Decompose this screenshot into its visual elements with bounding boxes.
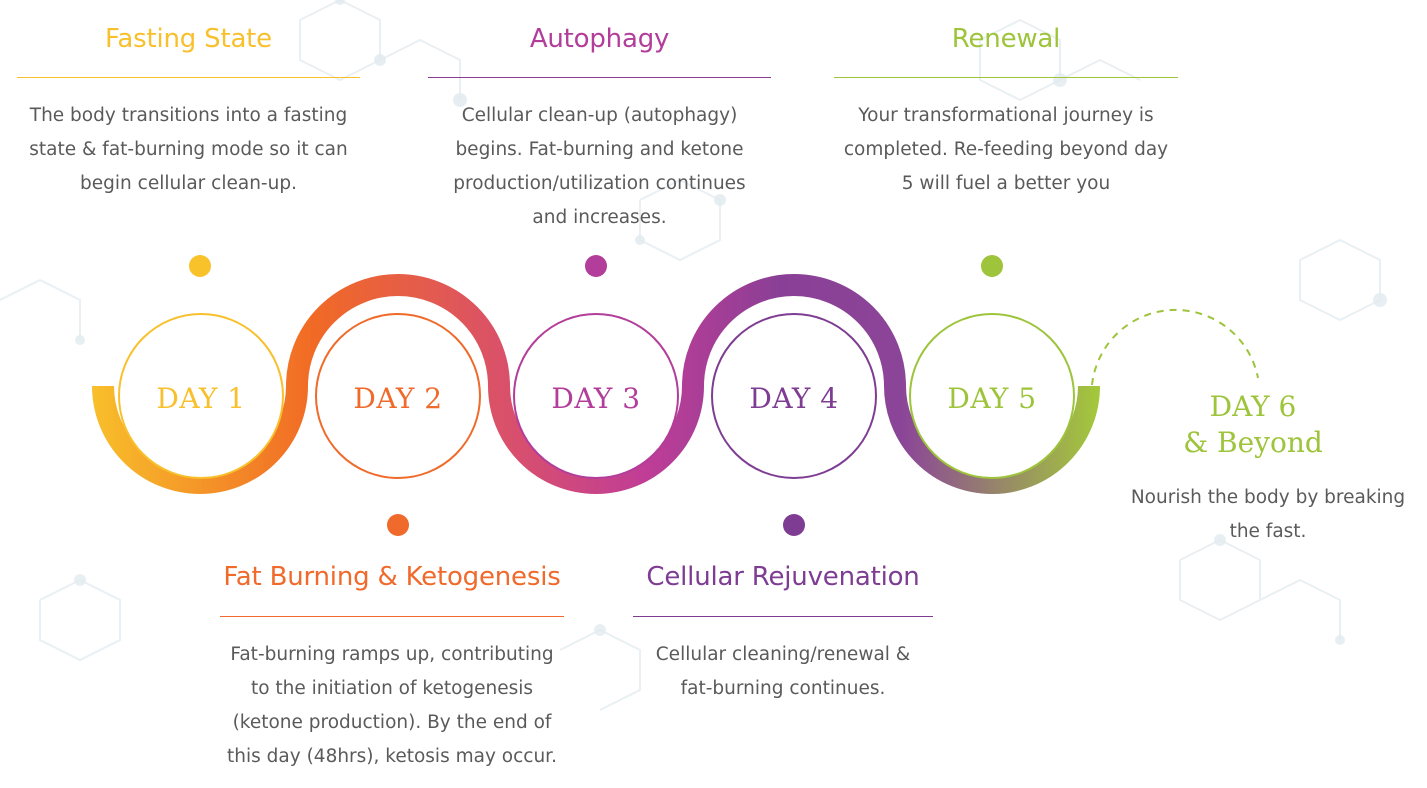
day6-label: DAY 6 & Beyond [1160, 389, 1346, 461]
phase-divider [220, 616, 564, 617]
phase-divider [834, 77, 1178, 78]
day3-label: DAY 3 [551, 382, 641, 415]
phase-title: Cellular Rejuvenation [646, 562, 920, 592]
phase-fasting-state: Fasting State The body transitions into … [17, 22, 360, 201]
day2-circle [315, 313, 481, 479]
day5-circle [909, 313, 1075, 479]
day6-dashed-arc [1091, 309, 1259, 386]
phase-divider [428, 77, 771, 78]
timeline-wave [92, 274, 1100, 494]
phase-cellular-rejuvenation: Cellular Rejuvenation Cellular cleaning/… [633, 560, 933, 706]
day1-marker-dot [189, 255, 211, 277]
day4-marker-dot [783, 514, 805, 536]
day6-description: Nourish the body by breaking the fast. [1130, 487, 1406, 542]
day2-label: DAY 2 [353, 382, 443, 415]
day6-label-line1: DAY 6 [1209, 390, 1297, 423]
day1-label: DAY 1 [156, 382, 246, 415]
phase-title: Renewal [951, 24, 1061, 54]
day2-marker-dot [387, 514, 409, 536]
phase-description: The body transitions into a fasting stat… [29, 105, 348, 194]
day4-label: DAY 4 [749, 382, 839, 415]
phase-autophagy: Autophagy Cellular clean-up (autophagy) … [428, 22, 771, 235]
phase-fat-burning-ketogenesis: Fat Burning & Ketogenesis Fat-burning ra… [220, 560, 564, 774]
day5-label: DAY 5 [947, 382, 1037, 415]
day1-circle [118, 313, 284, 479]
phase-divider [17, 77, 360, 78]
phase-title: Fasting State [105, 24, 272, 54]
phase-description: Cellular clean-up (autophagy) begins. Fa… [453, 105, 746, 228]
day4-circle [711, 313, 877, 479]
phase-description: Cellular cleaning/renewal & fat-burning … [655, 644, 911, 699]
day6-label-line2: & Beyond [1183, 426, 1323, 459]
phase-description: Fat-burning ramps up, contributing to th… [227, 644, 557, 767]
phase-title: Fat Burning & Ketogenesis [223, 562, 561, 592]
phase-renewal: Renewal Your transformational journey is… [834, 22, 1178, 201]
day5-marker-dot [981, 255, 1003, 277]
phase-divider [633, 616, 933, 617]
day3-circle [513, 313, 679, 479]
day3-marker-dot [585, 255, 607, 277]
phase-description: Your transformational journey is complet… [843, 105, 1169, 194]
phase-title: Autophagy [529, 24, 670, 54]
